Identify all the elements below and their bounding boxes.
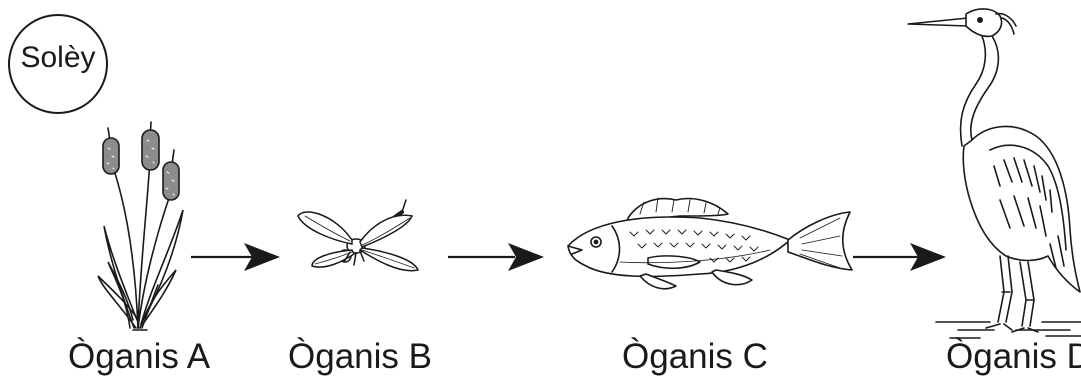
arrow-icon bbox=[448, 243, 544, 271]
arrow-icon bbox=[191, 243, 280, 271]
organism-d-label: Òganis D bbox=[946, 336, 1081, 378]
organism-c-label: Òganis C bbox=[622, 336, 768, 378]
arrow-icon bbox=[853, 243, 946, 271]
organism-b-label: Òganis B bbox=[288, 336, 432, 378]
organism-a-label: Òganis A bbox=[68, 336, 210, 378]
dragonfly-icon bbox=[298, 200, 418, 271]
cattail-icon bbox=[98, 122, 183, 330]
heron-icon bbox=[908, 9, 1081, 338]
fish-icon bbox=[568, 198, 852, 289]
